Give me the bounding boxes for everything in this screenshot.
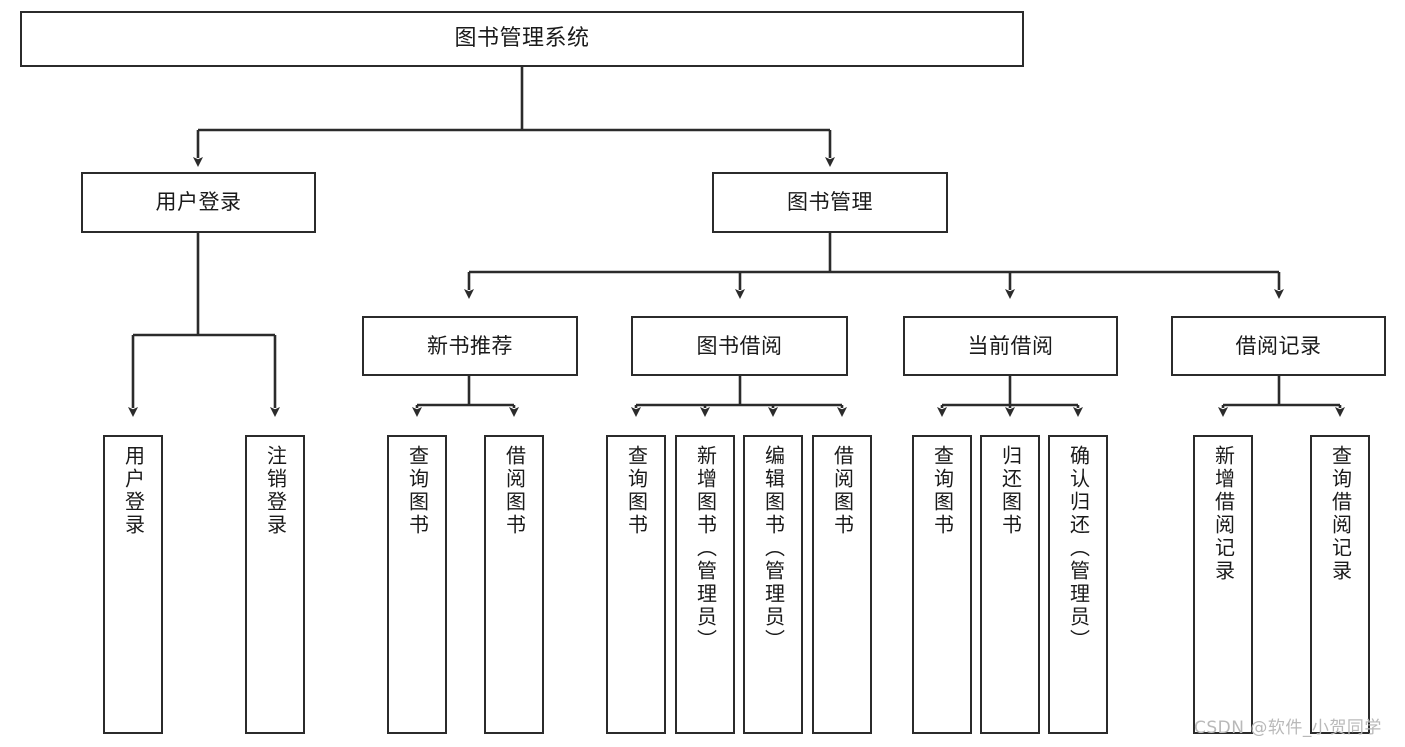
leaf-current-borrow-confirm-return[interactable]: 确认归还（管理员） (1048, 435, 1108, 734)
node-label: 查询图书 (405, 445, 430, 537)
leaf-current-borrow-return[interactable]: 归还图书 (980, 435, 1040, 734)
leaf-user-login-login[interactable]: 用户登录 (103, 435, 163, 734)
leaf-new-book-borrow[interactable]: 借阅图书 (484, 435, 544, 734)
leaf-book-borrow-borrow[interactable]: 借阅图书 (812, 435, 872, 734)
node-borrow-record[interactable]: 借阅记录 (1171, 316, 1386, 376)
node-book-borrow[interactable]: 图书借阅 (631, 316, 848, 376)
node-user-login[interactable]: 用户登录 (81, 172, 316, 233)
leaf-user-login-logout[interactable]: 注销登录 (245, 435, 305, 734)
leaf-borrow-record-query[interactable]: 查询借阅记录 (1310, 435, 1370, 734)
node-label: 确认归还（管理员） (1066, 445, 1091, 652)
node-label: 图书管理 (787, 190, 873, 215)
node-label: 查询借阅记录 (1328, 445, 1353, 583)
node-book-management[interactable]: 图书管理 (712, 172, 948, 233)
node-label: 借阅图书 (830, 445, 855, 537)
node-label: 查询图书 (930, 445, 955, 537)
node-current-borrow[interactable]: 当前借阅 (903, 316, 1118, 376)
leaf-new-book-query[interactable]: 查询图书 (387, 435, 447, 734)
node-label: 查询图书 (624, 445, 649, 537)
node-new-book-recommend[interactable]: 新书推荐 (362, 316, 578, 376)
node-label: 注销登录 (263, 445, 288, 537)
watermark-text: CSDN @软件_小贺同学 (1194, 718, 1382, 738)
leaf-book-borrow-edit[interactable]: 编辑图书（管理员） (743, 435, 803, 734)
node-label: 新增借阅记录 (1211, 445, 1236, 583)
leaf-current-borrow-query[interactable]: 查询图书 (912, 435, 972, 734)
node-label: 用户登录 (155, 190, 242, 215)
node-root-book-management-system[interactable]: 图书管理系统 (20, 11, 1024, 67)
node-label: 图书借阅 (696, 333, 783, 358)
node-label: 归还图书 (998, 445, 1023, 537)
node-label: 借阅图书 (502, 445, 527, 537)
node-label: 图书管理系统 (454, 26, 590, 52)
node-label: 编辑图书（管理员） (761, 445, 786, 652)
leaf-borrow-record-add[interactable]: 新增借阅记录 (1193, 435, 1253, 734)
node-label: 新书推荐 (427, 333, 513, 358)
node-label: 借阅记录 (1235, 333, 1322, 358)
node-label: 当前借阅 (967, 333, 1054, 358)
leaf-book-borrow-query[interactable]: 查询图书 (606, 435, 666, 734)
leaf-book-borrow-add[interactable]: 新增图书（管理员） (675, 435, 735, 734)
node-label: 新增图书（管理员） (693, 445, 718, 652)
node-label: 用户登录 (121, 445, 146, 537)
